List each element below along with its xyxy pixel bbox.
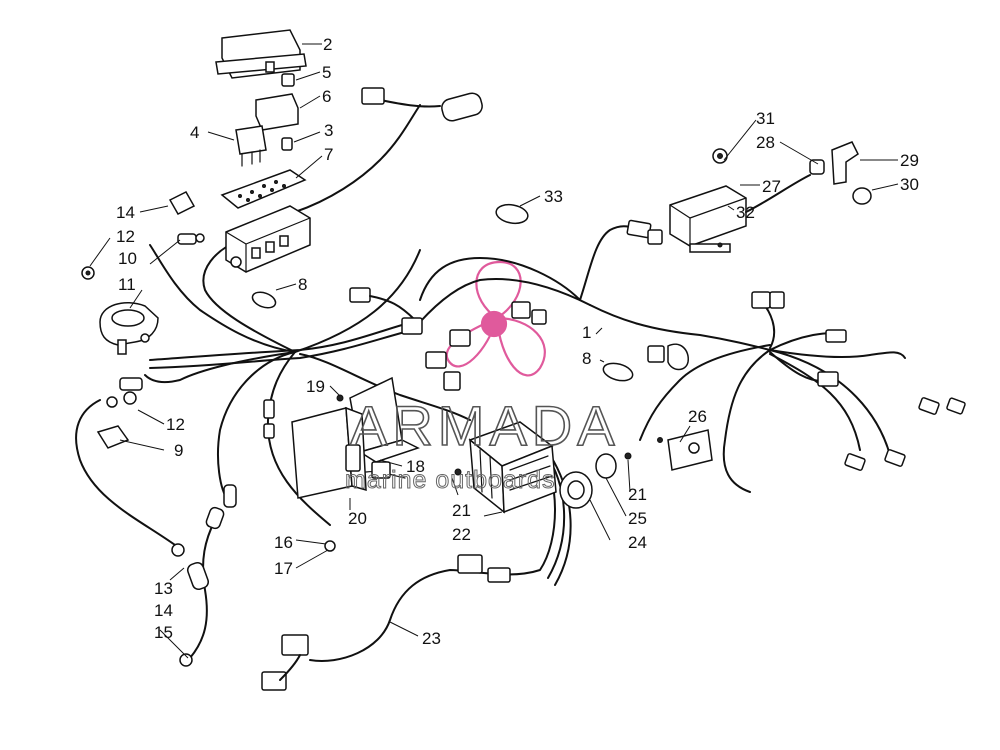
watermark: ARMADA marine outboards bbox=[345, 393, 620, 494]
callout-21-center: 21 bbox=[452, 501, 471, 520]
harness-connectors-right bbox=[626, 219, 966, 471]
fuse-box-body bbox=[225, 205, 311, 273]
callout-14-bottom: 14 bbox=[154, 601, 173, 620]
nut-top bbox=[81, 266, 95, 280]
callout-8-top: 8 bbox=[298, 275, 307, 294]
callout-8-right: 8 bbox=[582, 349, 591, 368]
callout-29: 29 bbox=[900, 151, 919, 170]
fuse-box-cover bbox=[215, 29, 307, 79]
callout-23: 23 bbox=[422, 629, 441, 648]
callout-12-bottom: 12 bbox=[166, 415, 185, 434]
lower-harness bbox=[261, 449, 572, 691]
callout-4: 4 bbox=[190, 123, 199, 142]
callout-33: 33 bbox=[544, 187, 563, 206]
spark-plug-cap bbox=[745, 141, 872, 213]
callout-16: 16 bbox=[274, 533, 293, 552]
terminal-boot bbox=[168, 191, 196, 215]
callout-1: 1 bbox=[582, 323, 591, 342]
callout-10: 10 bbox=[118, 249, 137, 268]
callout-9: 9 bbox=[174, 441, 183, 460]
callout-21-right: 21 bbox=[628, 485, 647, 504]
tie-clamp bbox=[495, 203, 529, 225]
fuse-blade bbox=[281, 137, 293, 151]
terminal-stack bbox=[106, 377, 143, 408]
callout-labels: 1 2 3 4 5 6 7 8 8 9 10 11 12 12 13 14 14… bbox=[116, 35, 919, 648]
callout-30: 30 bbox=[900, 175, 919, 194]
relay-with-pins bbox=[235, 125, 267, 167]
callout-2: 2 bbox=[323, 35, 332, 54]
callout-12-top: 12 bbox=[116, 227, 135, 246]
key-switch bbox=[559, 453, 617, 509]
cable-boot bbox=[96, 425, 130, 449]
callout-3: 3 bbox=[324, 121, 333, 140]
voltage-regulator bbox=[454, 421, 557, 514]
top-lead-connector bbox=[294, 87, 483, 213]
callout-24: 24 bbox=[628, 533, 647, 552]
callout-18: 18 bbox=[406, 457, 425, 476]
callout-17: 17 bbox=[274, 559, 293, 578]
callout-25: 25 bbox=[628, 509, 647, 528]
relay-block bbox=[255, 93, 299, 131]
coil-nut bbox=[712, 148, 728, 164]
ring-terminal bbox=[177, 233, 205, 245]
callout-7: 7 bbox=[324, 145, 333, 164]
mounting-screw bbox=[624, 452, 632, 460]
harness-left-branches bbox=[144, 239, 421, 526]
watermark-brand: ARMADA bbox=[350, 394, 620, 457]
callout-11: 11 bbox=[118, 275, 136, 294]
fuse-panel-plate bbox=[220, 169, 307, 209]
callout-28: 28 bbox=[756, 133, 775, 152]
ignition-coil bbox=[669, 185, 747, 253]
callout-19: 19 bbox=[306, 377, 325, 396]
callout-6: 6 bbox=[322, 87, 331, 106]
callout-15: 15 bbox=[154, 623, 173, 642]
fuse-small bbox=[281, 73, 295, 87]
watermark-subtitle: marine outboards bbox=[345, 466, 556, 494]
callout-31: 31 bbox=[756, 109, 775, 128]
switch-plate bbox=[657, 429, 713, 471]
callout-32: 32 bbox=[736, 203, 755, 222]
leader-lines bbox=[89, 43, 899, 659]
harness-connectors-center bbox=[349, 287, 547, 391]
callout-13: 13 bbox=[154, 579, 173, 598]
callout-5: 5 bbox=[322, 63, 331, 82]
callout-14-top: 14 bbox=[116, 203, 135, 222]
propeller-icon bbox=[445, 260, 546, 377]
cdi-module bbox=[291, 406, 406, 499]
battery-cables bbox=[75, 399, 237, 667]
ground-lead bbox=[263, 399, 336, 552]
callout-26: 26 bbox=[688, 407, 707, 426]
callout-27: 27 bbox=[762, 177, 781, 196]
cable-clamp bbox=[251, 291, 634, 382]
callout-22: 22 bbox=[452, 525, 471, 544]
callout-20: 20 bbox=[348, 509, 367, 528]
starter-solenoid bbox=[99, 302, 159, 355]
